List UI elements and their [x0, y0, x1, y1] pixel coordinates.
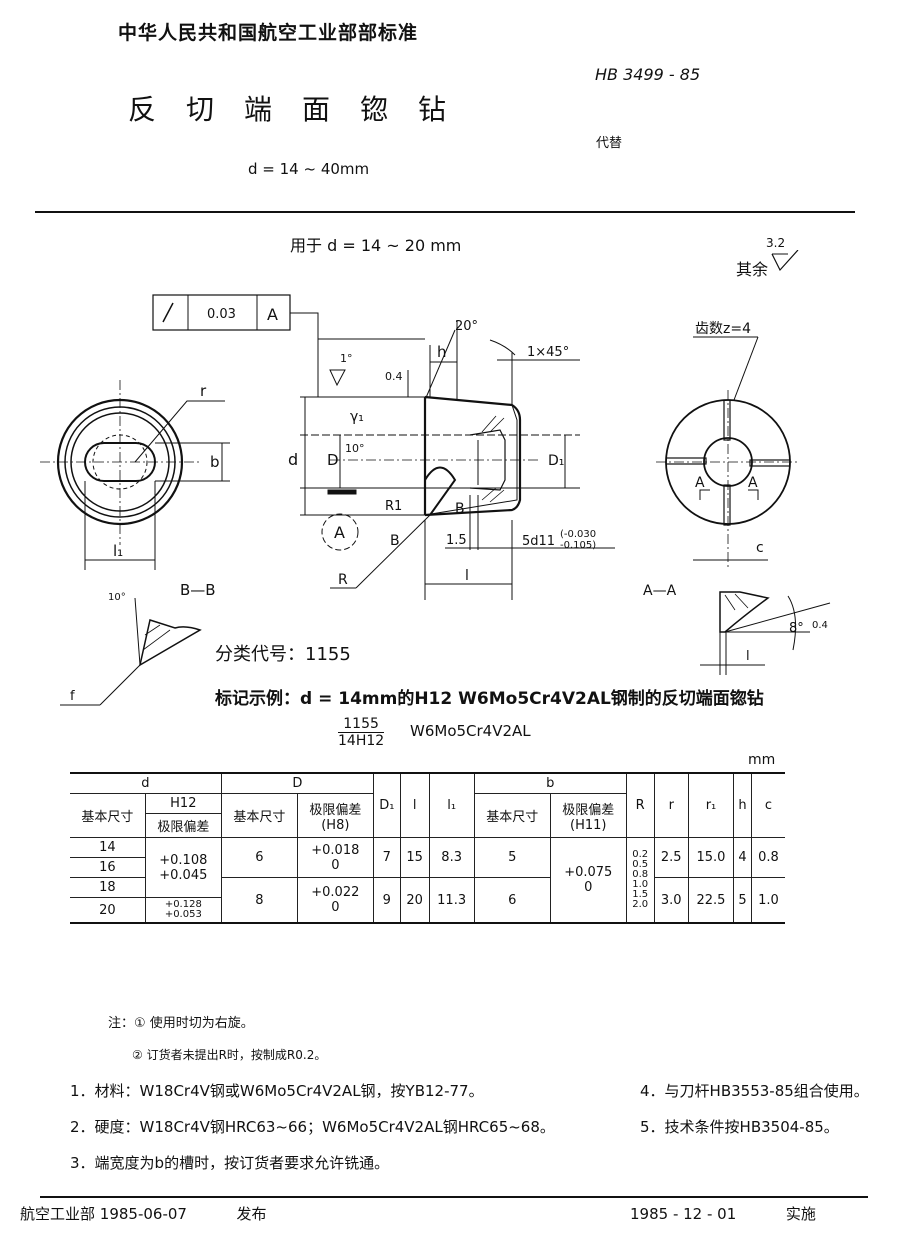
effective-label: 实施 [785, 1205, 816, 1223]
svg-text:B: B [390, 533, 400, 549]
svg-text:5d11: 5d11 [522, 534, 555, 549]
specification-table: d D D₁ l l₁ b R r r₁ h c 基本尺寸 H12 基本尺寸 极… [70, 772, 785, 924]
D-limit-dev: 极限偏差(H8) [296, 793, 374, 838]
footer-effective: 1985 - 12 - 01 实施 [630, 1203, 816, 1224]
svg-text:R: R [338, 572, 348, 588]
marking-fraction: 1155 14H12 [338, 716, 385, 749]
replaces-label: 代替 [596, 136, 623, 151]
note-1: 注：① 使用时切为右旋。 [108, 1016, 254, 1031]
effective-date: 1985 - 12 - 01 [630, 1205, 737, 1223]
standard-number: HB 3499 - 85 [595, 65, 701, 84]
organization-header: 中华人民共和国航空工业部部标准 [118, 22, 419, 44]
d-limit-dev: 极限偏差 [145, 813, 222, 838]
used-for-label: 用于 d = 14 ~ 20 mm [290, 236, 462, 255]
svg-text:r: r [200, 382, 207, 400]
svg-text:1×45°: 1×45° [527, 345, 569, 360]
table-row: 20 +0.128+0.053 [70, 897, 785, 924]
col-b: b [473, 772, 627, 794]
svg-text:B: B [455, 501, 465, 517]
b-basic-size: 基本尺寸 [473, 793, 551, 838]
header-divider [35, 211, 855, 213]
col-c: c [750, 772, 785, 838]
svg-text:l: l [746, 649, 750, 664]
svg-text:h: h [437, 343, 447, 361]
col-D: D [220, 772, 374, 794]
marking-denominator: 14H12 [338, 733, 385, 749]
footer-issue: 航空工业部 1985-06-07 发布 [20, 1203, 267, 1224]
table-row: 16 [70, 857, 785, 878]
svg-text:(-0.030: (-0.030 [560, 529, 596, 540]
D-basic-size: 基本尺寸 [220, 793, 298, 838]
svg-text:10°: 10° [108, 592, 126, 603]
issue-label: 发布 [236, 1205, 267, 1223]
tech-requirement-2: 2．硬度：W18Cr4V钢HRC63~66；W6Mo5Cr4V2AL钢HRC65… [70, 1118, 555, 1136]
tech-requirement-1: 1．材料：W18Cr4V钢或W6Mo5Cr4V2AL钢，按YB12-77。 [70, 1082, 484, 1100]
note-2: ② 订货者未提出R时，按制成R0.2。 [132, 1048, 327, 1062]
issue-date: 1985-06-07 [99, 1205, 187, 1223]
b-limit-dev: 极限偏差(H11) [549, 793, 627, 838]
table-unit: mm [748, 752, 776, 768]
surface-rest-value: 3.2 [766, 236, 786, 250]
svg-text:γ₁: γ₁ [350, 409, 364, 425]
d-h12: H12 [144, 793, 222, 814]
svg-text:8°: 8° [789, 621, 804, 636]
col-r1: r₁ [687, 772, 735, 838]
svg-text:A: A [334, 523, 345, 542]
svg-text:l₁: l₁ [113, 542, 123, 560]
marking-material: W6Mo5Cr4V2AL [410, 722, 531, 740]
document-title: 反切端面锪钻 [128, 93, 477, 126]
col-D1: D₁ [372, 772, 401, 838]
side-view: d D A h 20° 1×45° 1° 0.4 γ₁ 10° R1 B B D… [288, 319, 615, 600]
end-view-left: r b l₁ B—B [40, 380, 230, 599]
svg-text:R1: R1 [385, 499, 402, 514]
technical-drawing: 0.03 A r b l₁ B—B d D [40, 294, 831, 706]
svg-text:1°: 1° [340, 352, 353, 365]
col-d: d [70, 772, 222, 794]
tolerance-frame: 0.03 A [152, 294, 425, 397]
svg-text:d: d [288, 450, 298, 469]
svg-text:l: l [465, 568, 469, 584]
surface-rest-label: 其余 [736, 260, 769, 279]
svg-text:-0.105): -0.105) [560, 540, 596, 551]
svg-text:A—A: A—A [643, 583, 677, 599]
classification-code: 分类代号：1155 [215, 644, 351, 665]
col-l: l [399, 772, 430, 838]
col-h: h [733, 772, 752, 838]
end-view-right: 齿数z=4 A A c A—A 8° 0.4 l [643, 321, 831, 675]
svg-text:0.4: 0.4 [385, 370, 403, 383]
d-basic-size: 基本尺寸 [70, 793, 146, 838]
tech-requirement-5: 5．技术条件按HB3504-85。 [640, 1118, 839, 1136]
svg-text:B—B: B—B [180, 581, 216, 599]
svg-text:齿数z=4: 齿数z=4 [695, 321, 751, 337]
size-range: d = 14 ~ 40mm [248, 160, 370, 178]
section-bb-detail: f 10° [60, 592, 202, 706]
svg-text:D₁: D₁ [548, 453, 564, 469]
svg-text:1.5: 1.5 [446, 533, 467, 548]
svg-text:A: A [267, 305, 278, 324]
svg-text:0.03: 0.03 [207, 307, 236, 322]
tech-requirement-3: 3．端宽度为b的槽时，按订货者要求允许铣通。 [70, 1154, 390, 1172]
svg-text:A: A [695, 475, 705, 491]
col-r: r [653, 772, 689, 838]
svg-text:0.4: 0.4 [812, 620, 828, 631]
roughness-symbol-icon [771, 250, 799, 272]
svg-text:D: D [327, 451, 339, 469]
footer-divider [40, 1196, 868, 1198]
marking-example: 标记示例：d = 14mm的H12 W6Mo5Cr4V2AL钢制的反切端面锪钻 [215, 689, 764, 709]
svg-text:c: c [756, 540, 764, 556]
marking-numerator: 1155 [338, 716, 385, 733]
svg-text:A: A [748, 475, 758, 491]
issuer: 航空工业部 [20, 1205, 96, 1223]
svg-text:10°: 10° [345, 442, 365, 455]
svg-text:f: f [70, 689, 75, 704]
svg-text:20°: 20° [455, 319, 478, 334]
col-R: R [625, 772, 655, 838]
svg-text:b: b [210, 453, 220, 471]
tech-requirement-4: 4．与刀杆HB3553-85组合使用。 [640, 1082, 869, 1100]
col-l1: l₁ [428, 772, 475, 838]
